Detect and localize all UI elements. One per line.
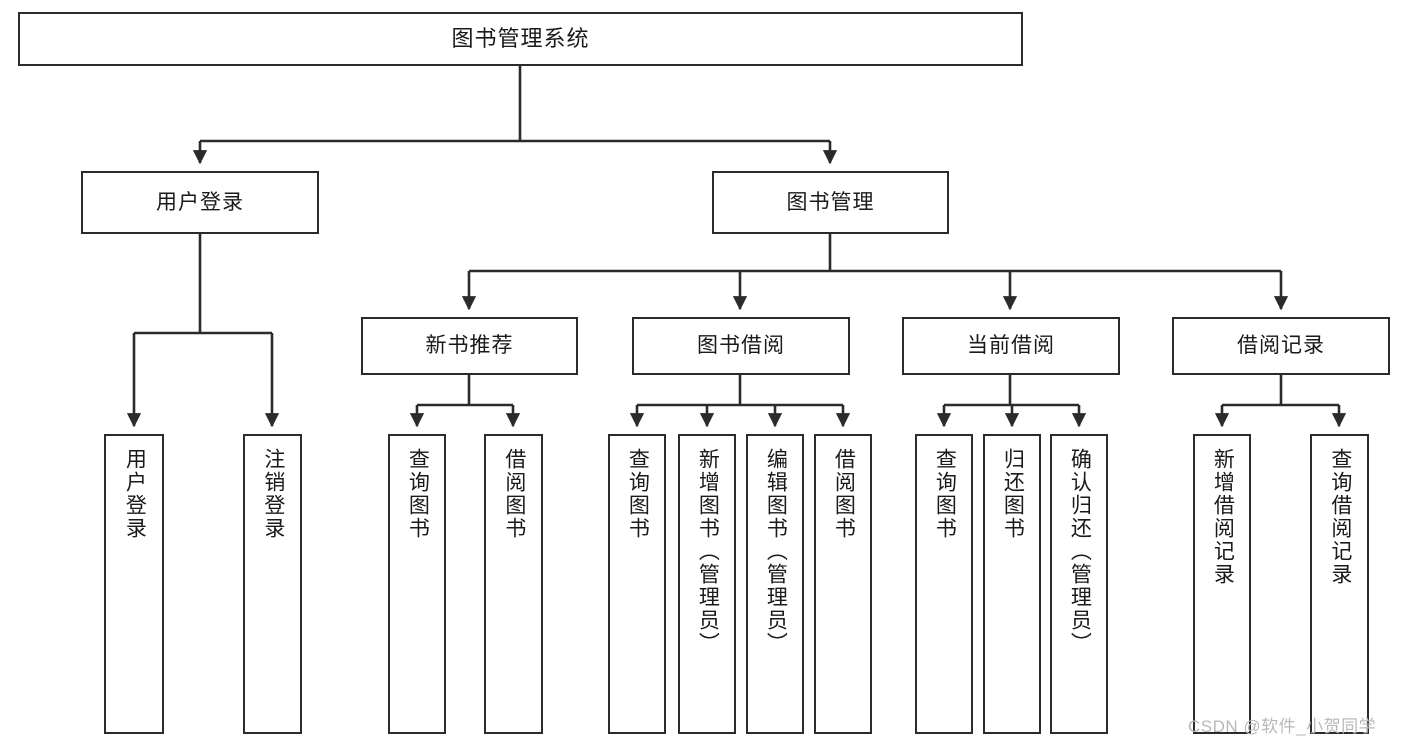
node-borrow-record-label: 借阅记录 bbox=[1237, 334, 1325, 358]
node-leaf-query-record-label: 查询借阅记录 bbox=[1328, 448, 1352, 586]
node-book-manage-label: 图书管理 bbox=[786, 190, 875, 214]
node-leaf-return-book[interactable]: 归还图书 bbox=[983, 434, 1041, 734]
node-leaf-confirm-return[interactable]: 确认归还（管理员） bbox=[1050, 434, 1108, 734]
node-leaf-query-book-3[interactable]: 查询图书 bbox=[915, 434, 973, 734]
node-leaf-return-book-label: 归还图书 bbox=[1001, 448, 1025, 540]
node-leaf-confirm-return-label: 确认归还（管理员） bbox=[1068, 448, 1092, 655]
node-leaf-borrow-book-1-label: 借阅图书 bbox=[502, 448, 526, 540]
node-new-book-rec-label: 新书推荐 bbox=[425, 334, 514, 358]
node-current-borrow[interactable]: 当前借阅 bbox=[902, 317, 1120, 375]
node-root-label: 图书管理系统 bbox=[451, 25, 590, 51]
node-leaf-user-logout[interactable]: 注销登录 bbox=[243, 434, 302, 734]
node-leaf-query-book-2[interactable]: 查询图书 bbox=[608, 434, 666, 734]
node-leaf-user-login[interactable]: 用户登录 bbox=[104, 434, 164, 734]
node-book-borrow-label: 图书借阅 bbox=[697, 334, 785, 358]
node-leaf-query-book-3-label: 查询图书 bbox=[933, 448, 957, 540]
node-book-borrow[interactable]: 图书借阅 bbox=[632, 317, 850, 375]
node-leaf-edit-book-label: 编辑图书（管理员） bbox=[764, 448, 788, 655]
node-book-manage[interactable]: 图书管理 bbox=[712, 171, 949, 234]
node-leaf-edit-book[interactable]: 编辑图书（管理员） bbox=[746, 434, 804, 734]
node-leaf-add-book-label: 新增图书（管理员） bbox=[696, 448, 720, 655]
node-leaf-query-record[interactable]: 查询借阅记录 bbox=[1310, 434, 1369, 734]
node-leaf-add-book[interactable]: 新增图书（管理员） bbox=[678, 434, 736, 734]
node-leaf-user-logout-label: 注销登录 bbox=[261, 448, 285, 540]
node-user-login[interactable]: 用户登录 bbox=[81, 171, 319, 234]
node-leaf-query-book-1[interactable]: 查询图书 bbox=[388, 434, 446, 734]
watermark: CSDN @软件_小贺同学 bbox=[1188, 717, 1377, 736]
node-leaf-query-book-2-label: 查询图书 bbox=[626, 448, 650, 540]
node-leaf-add-record[interactable]: 新增借阅记录 bbox=[1193, 434, 1251, 734]
node-new-book-rec[interactable]: 新书推荐 bbox=[361, 317, 578, 375]
node-leaf-query-book-1-label: 查询图书 bbox=[406, 448, 430, 540]
node-user-login-label: 用户登录 bbox=[156, 190, 244, 214]
node-leaf-add-record-label: 新增借阅记录 bbox=[1211, 448, 1235, 586]
node-leaf-borrow-book-1[interactable]: 借阅图书 bbox=[484, 434, 543, 734]
node-current-borrow-label: 当前借阅 bbox=[967, 334, 1055, 358]
node-leaf-borrow-book-2-label: 借阅图书 bbox=[832, 448, 856, 540]
node-leaf-user-login-label: 用户登录 bbox=[123, 448, 147, 540]
node-borrow-record[interactable]: 借阅记录 bbox=[1172, 317, 1390, 375]
node-root[interactable]: 图书管理系统 bbox=[18, 12, 1023, 66]
node-leaf-borrow-book-2[interactable]: 借阅图书 bbox=[814, 434, 872, 734]
